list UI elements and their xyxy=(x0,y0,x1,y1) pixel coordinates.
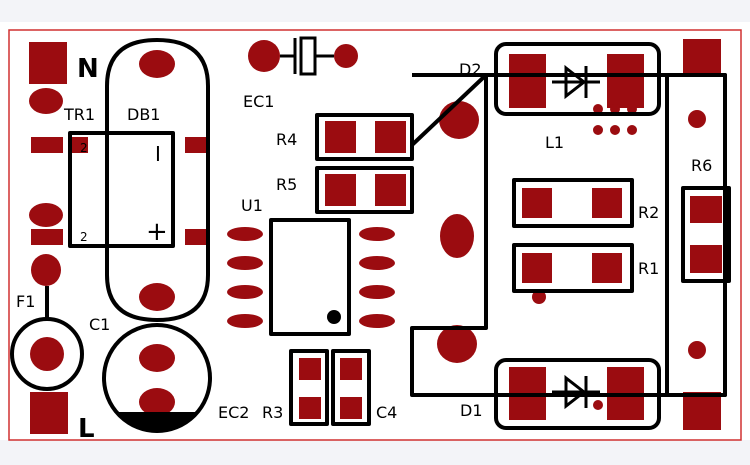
pad-via-l1 xyxy=(532,290,546,304)
d2-outline xyxy=(494,42,661,116)
tr1-outline xyxy=(68,131,175,248)
db1-outline xyxy=(105,38,210,322)
pad-u1-r3 xyxy=(359,285,395,299)
tr1-mark-top: 2 xyxy=(80,141,88,155)
pad-f1-top xyxy=(31,254,61,286)
pad-ec2-top xyxy=(439,101,479,139)
r3-outline xyxy=(289,349,329,426)
d1-label: D1 xyxy=(460,401,483,420)
db1-plus-label: + xyxy=(146,217,168,247)
c4-label: C4 xyxy=(376,403,397,422)
ec1-symbol xyxy=(280,36,334,76)
pad-r4-right xyxy=(375,121,406,153)
r1-outline xyxy=(512,243,634,293)
ec1-label: EC1 xyxy=(243,92,274,111)
pad-r6-bottom xyxy=(690,245,722,273)
pad-n-terminal xyxy=(29,42,67,84)
pad-f1-bottom xyxy=(30,337,64,371)
ec2-label: EC2 xyxy=(218,403,249,422)
d1-outline xyxy=(494,358,661,430)
n-label: N xyxy=(77,54,99,84)
pad-tr1-4 xyxy=(31,229,63,245)
pad-r6-top xyxy=(690,196,722,223)
c4-outline xyxy=(331,349,371,426)
pad-r3-top xyxy=(299,358,321,380)
r1-label: R1 xyxy=(638,259,659,278)
pad-right-via-bottom xyxy=(688,341,706,359)
r2-outline xyxy=(512,178,634,228)
pad-u1-r2 xyxy=(359,256,395,270)
pad-ec1-left xyxy=(248,40,280,72)
u1-label: U1 xyxy=(241,196,263,215)
r5-outline xyxy=(315,166,414,214)
r6-outline xyxy=(681,186,731,283)
db1-label: DB1 xyxy=(127,105,160,124)
pad-r4-left xyxy=(325,121,356,153)
pad-right-via-top xyxy=(688,110,706,128)
pad-u1-l2 xyxy=(227,256,263,270)
pad-d2-right xyxy=(607,54,644,108)
pad-r5-left xyxy=(325,174,356,206)
pad-db1-bottom xyxy=(139,283,175,311)
r5-label: R5 xyxy=(276,175,297,194)
pad-center-mid xyxy=(440,214,474,258)
tr1-label: TR1 xyxy=(63,105,95,124)
pad-db1-right xyxy=(185,137,210,153)
pad-r2-left xyxy=(522,188,552,218)
pad-tr1-2 xyxy=(31,137,63,153)
db1-minus-label: I xyxy=(155,142,161,166)
pad-r1-right xyxy=(592,253,622,283)
pad-center-low xyxy=(437,325,477,363)
pad-u1-r1 xyxy=(359,227,395,241)
pad-c4-top xyxy=(340,358,362,380)
u1-outline xyxy=(269,218,351,336)
pad-right-bottom xyxy=(683,392,721,430)
l1-inner-outline xyxy=(665,73,727,397)
pad-right-top xyxy=(683,39,721,77)
pad-u1-r4 xyxy=(359,314,395,328)
pad-r1-left xyxy=(522,253,552,283)
l1-label: L1 xyxy=(545,133,564,152)
l-label: L xyxy=(78,414,95,444)
pad-u1-l4 xyxy=(227,314,263,328)
pad-c1-top xyxy=(139,344,175,372)
pad-c1-bottom xyxy=(139,388,175,416)
c1-outline xyxy=(102,323,212,433)
pad-u1-l3 xyxy=(227,285,263,299)
tr1-mark-bottom: 2 xyxy=(80,230,88,244)
r4-label: R4 xyxy=(276,130,297,149)
f1-label: F1 xyxy=(16,292,35,311)
pad-u1-l1 xyxy=(227,227,263,241)
pad-l-terminal xyxy=(30,392,68,434)
pad-r3-bottom xyxy=(299,397,321,419)
u1-pin1-dot xyxy=(327,310,341,324)
pad-c4-bottom xyxy=(340,397,362,419)
board-outline xyxy=(8,29,742,441)
r2-label: R2 xyxy=(638,203,659,222)
pad-tr1-1 xyxy=(29,88,63,114)
pad-db1-top xyxy=(139,50,175,78)
d2-symbol xyxy=(552,64,600,100)
pad-r2-right xyxy=(592,188,622,218)
r3-label: R3 xyxy=(262,403,283,422)
d1-symbol xyxy=(552,374,600,410)
pad-ec1-right xyxy=(334,44,358,68)
pad-db1-right2 xyxy=(185,229,210,245)
pad-r5-right xyxy=(375,174,406,206)
d2-label: D2 xyxy=(459,60,482,79)
r6-label: R6 xyxy=(691,156,712,175)
c1-label: C1 xyxy=(89,315,110,334)
pad-tr1-3 xyxy=(29,203,63,227)
r4-outline xyxy=(315,113,414,161)
pad-d2-left xyxy=(509,54,546,108)
pad-db1-left xyxy=(70,137,88,153)
